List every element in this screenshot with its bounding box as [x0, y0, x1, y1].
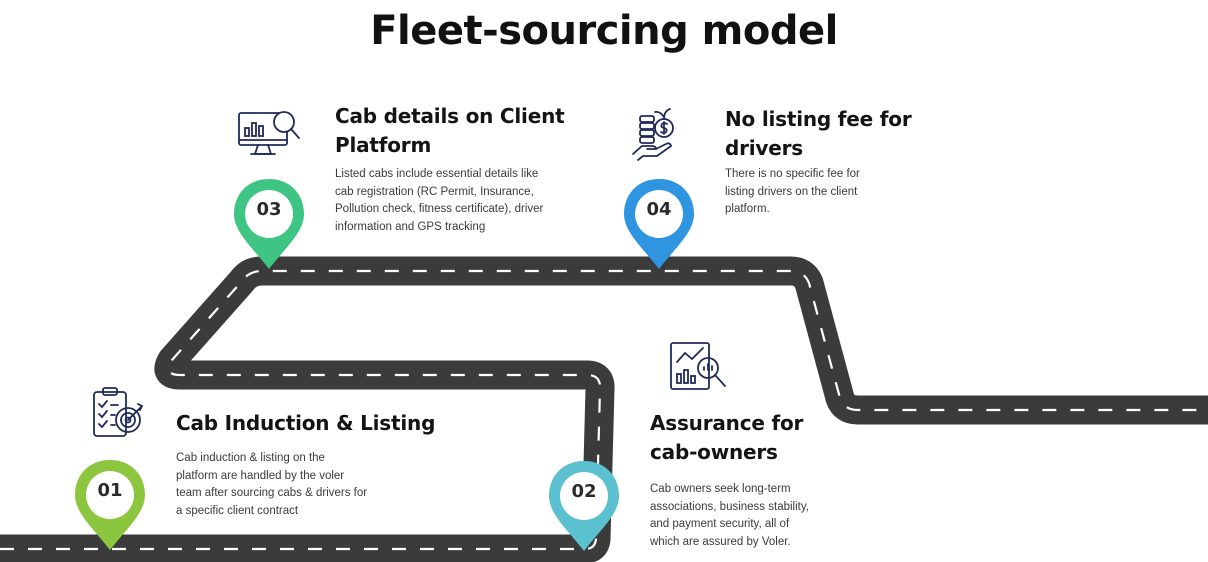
checklist-target-icon [88, 384, 146, 447]
step-01-title: Cab Induction & Listing [176, 411, 436, 435]
hand-coins-icon [630, 104, 688, 169]
step-01-description: Cab induction & listing on the platform … [176, 452, 368, 517]
step-02-number: 02 [571, 481, 597, 502]
step-03-number: 03 [256, 199, 282, 220]
step-04-marker: 04 [622, 177, 696, 273]
step-04-description: There is no specific fee for listing dri… [725, 168, 860, 215]
step-03-title: Cab details on Client Platform [335, 104, 565, 157]
monitor-analytics-icon [236, 106, 302, 165]
report-magnifier-icon [668, 340, 730, 399]
page-title: Fleet-sourcing model [370, 8, 838, 54]
step-02-marker: 02 [547, 459, 621, 555]
step-02-description: Cab owners seek long-term associations, … [650, 483, 809, 548]
step-03-marker: 03 [232, 177, 306, 273]
step-04-title: No listing fee for drivers [725, 107, 912, 160]
step-04-number: 04 [646, 199, 672, 220]
step-01-marker: 01 [73, 458, 147, 554]
step-03-description: Listed cabs include essential details li… [335, 168, 544, 233]
step-01-number: 01 [97, 480, 123, 501]
step-02-title: Assurance for cab-owners [650, 411, 804, 464]
